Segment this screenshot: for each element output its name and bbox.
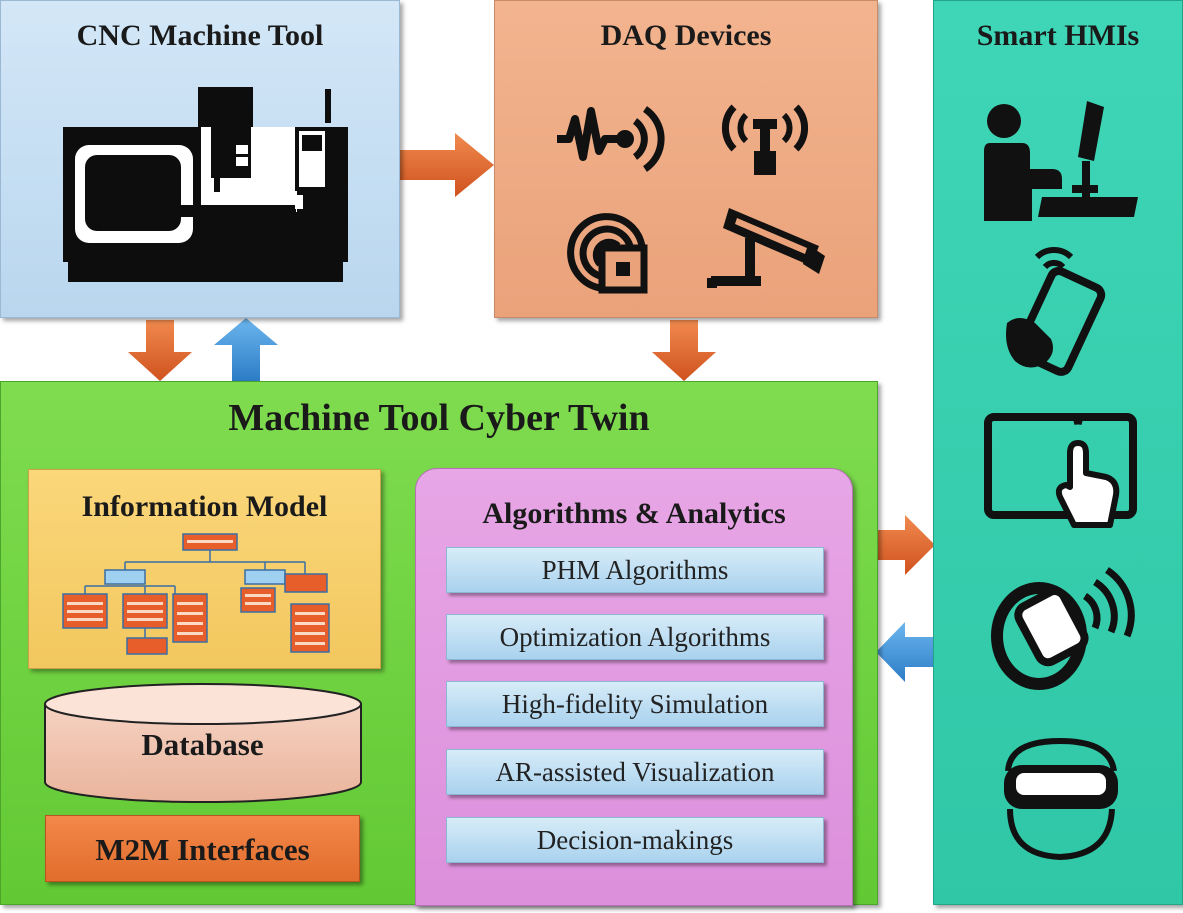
cnc-machine-icon	[63, 87, 348, 282]
desktop-user-icon	[984, 101, 1138, 221]
database-label: Database	[141, 727, 264, 762]
camera-icon	[707, 208, 825, 288]
arrow-hmi-to-twin	[876, 622, 933, 682]
arrow-daq-to-twin	[652, 320, 716, 381]
algo-item-decision-making: Decision-makings	[446, 817, 824, 863]
algorithms-analytics-box: Algorithms & Analytics PHM Algorithms Op…	[415, 468, 853, 906]
hmi-title: Smart HMIs	[976, 19, 1140, 52]
vibration-sensor-icon	[557, 106, 665, 172]
m2m-interfaces-box: M2M Interfaces	[45, 815, 360, 882]
arrow-cnc-to-twin	[128, 320, 192, 381]
smartwatch-icon	[991, 567, 1135, 690]
touch-tablet-icon	[984, 413, 1137, 528]
algo-item-optimization: Optimization Algorithms	[446, 614, 824, 660]
arrow-twin-to-cnc	[214, 318, 278, 381]
rfid-sensor-icon	[567, 213, 648, 294]
arrow-twin-to-hmi	[878, 515, 935, 575]
cyber-twin-title: Machine Tool Cyber Twin	[228, 397, 650, 439]
database-cylinder	[44, 683, 362, 803]
information-model-title: Information Model	[81, 490, 328, 523]
arrow-cnc-to-daq	[400, 133, 494, 197]
cyber-twin-box: Machine Tool Cyber Twin Information Mode…	[0, 381, 878, 906]
algo-item-ar-visualization: AR-assisted Visualization	[446, 749, 824, 795]
daq-title: DAQ Devices	[600, 19, 772, 52]
algo-item-simulation: High-fidelity Simulation	[446, 681, 824, 727]
cnc-machine-tool-box: CNC Machine Tool	[0, 0, 400, 318]
smart-hmis-box: Smart HMIs	[933, 0, 1183, 905]
algo-item-phm: PHM Algorithms	[446, 547, 824, 593]
information-model-box: Information Model	[28, 469, 381, 669]
algorithms-title: Algorithms & Analytics	[482, 497, 786, 530]
daq-devices-box: DAQ Devices	[494, 0, 878, 318]
vr-headset-icon	[1004, 737, 1118, 861]
smartphone-icon	[1006, 246, 1106, 376]
hierarchy-tree-icon	[62, 533, 330, 655]
antenna-sensor-icon	[721, 104, 809, 175]
cnc-title: CNC Machine Tool	[76, 19, 324, 52]
